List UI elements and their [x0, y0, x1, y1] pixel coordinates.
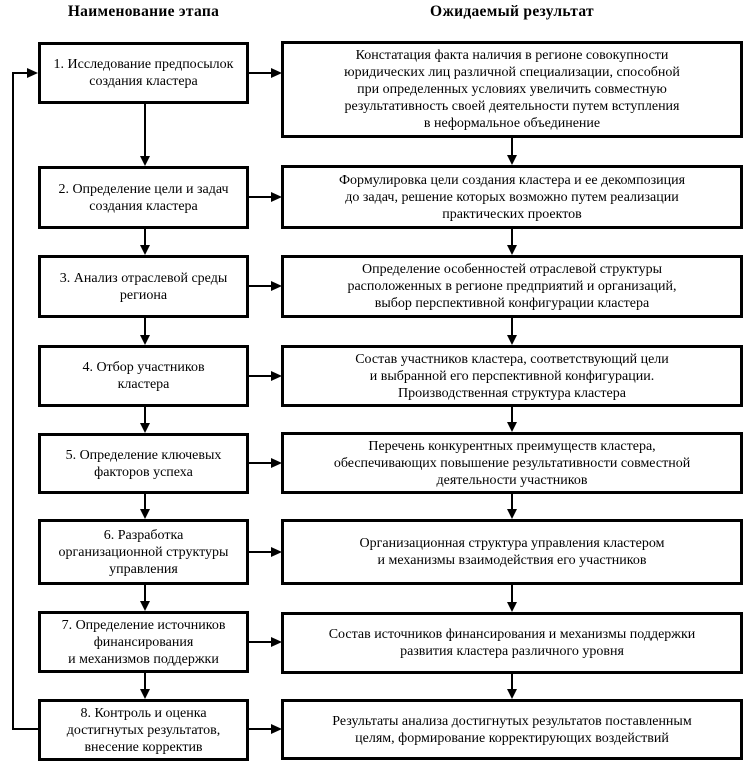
column-header-expected-result: Ожидаемый результат — [430, 3, 594, 20]
arrow-down-icon — [140, 245, 150, 255]
arrow-down-icon — [507, 245, 517, 255]
arrow-down-icon — [140, 335, 150, 345]
arrow-down-icon — [507, 335, 517, 345]
result-box-2: Формулировка цели создания кластера и ее… — [281, 165, 743, 229]
arrow-down-icon — [140, 156, 150, 166]
arrow-right-icon — [271, 637, 282, 647]
arrow-result4-to-result5 — [511, 407, 513, 423]
arrow-right-icon — [271, 68, 282, 78]
arrow-right-icon — [271, 192, 282, 202]
result-box-7: Состав источников финансирования и механ… — [281, 612, 743, 674]
result-box-3: Определение особенностей отраслевой стру… — [281, 255, 743, 318]
arrow-down-icon — [140, 509, 150, 519]
arrow-result3-to-result4 — [511, 318, 513, 336]
arrow-right-icon — [271, 724, 282, 734]
feedback-line-bottom — [12, 728, 39, 730]
feedback-line-vertical — [12, 72, 14, 730]
arrow-stage3-to-result3 — [249, 285, 272, 287]
result-box-4: Состав участников кластера, соответствую… — [281, 345, 743, 407]
arrow-right-icon — [27, 68, 38, 78]
arrow-stage3-to-stage4 — [144, 318, 146, 336]
arrow-down-icon — [140, 689, 150, 699]
arrow-stage4-to-stage5 — [144, 407, 146, 424]
arrow-result7-to-result8 — [511, 674, 513, 690]
stage-box-6: 6. Разработка организационной структуры … — [38, 519, 249, 585]
arrow-result6-to-result7 — [511, 585, 513, 603]
arrow-stage1-to-stage2 — [144, 104, 146, 157]
result-box-8: Результаты анализа достигнутых результат… — [281, 699, 743, 760]
arrow-result2-to-result3 — [511, 229, 513, 246]
arrow-down-icon — [507, 509, 517, 519]
stage-box-4: 4. Отбор участников кластера — [38, 345, 249, 407]
stage-box-3: 3. Анализ отраслевой среды региона — [38, 255, 249, 318]
arrow-stage5-to-result5 — [249, 462, 272, 464]
arrow-down-icon — [140, 423, 150, 433]
arrow-stage6-to-stage7 — [144, 585, 146, 602]
arrow-result5-to-result6 — [511, 494, 513, 510]
arrow-right-icon — [271, 458, 282, 468]
stage-box-1: 1. Исследование предпосылок создания кла… — [38, 42, 249, 104]
arrow-down-icon — [507, 155, 517, 165]
stage-box-7: 7. Определение источников финансирования… — [38, 611, 249, 673]
arrow-right-icon — [271, 281, 282, 291]
arrow-down-icon — [140, 601, 150, 611]
arrow-stage5-to-stage6 — [144, 494, 146, 510]
arrow-right-icon — [271, 371, 282, 381]
arrow-right-icon — [271, 547, 282, 557]
arrow-stage7-to-stage8 — [144, 673, 146, 690]
arrow-down-icon — [507, 602, 517, 612]
arrow-down-icon — [507, 422, 517, 432]
arrow-stage2-to-stage3 — [144, 229, 146, 246]
arrow-down-icon — [507, 689, 517, 699]
arrow-stage8-to-result8 — [249, 728, 272, 730]
arrow-stage4-to-result4 — [249, 375, 272, 377]
stage-box-2: 2. Определение цели и задач создания кла… — [38, 166, 249, 229]
result-box-1: Констатация факта наличия в регионе сово… — [281, 41, 743, 138]
column-header-stage-name: Наименование этапа — [67, 3, 220, 20]
stage-box-8: 8. Контроль и оценка достигнутых результ… — [38, 699, 249, 761]
arrow-stage2-to-result2 — [249, 196, 272, 198]
stage-box-5: 5. Определение ключевых факторов успеха — [38, 433, 249, 494]
arrow-stage7-to-result7 — [249, 641, 272, 643]
arrow-stage1-to-result1 — [249, 72, 272, 74]
feedback-line-top — [12, 72, 28, 74]
arrow-result1-to-result2 — [511, 138, 513, 156]
result-box-5: Перечень конкурентных преимуществ класте… — [281, 432, 743, 494]
result-box-6: Организационная структура управления кла… — [281, 519, 743, 585]
arrow-stage6-to-result6 — [249, 551, 272, 553]
